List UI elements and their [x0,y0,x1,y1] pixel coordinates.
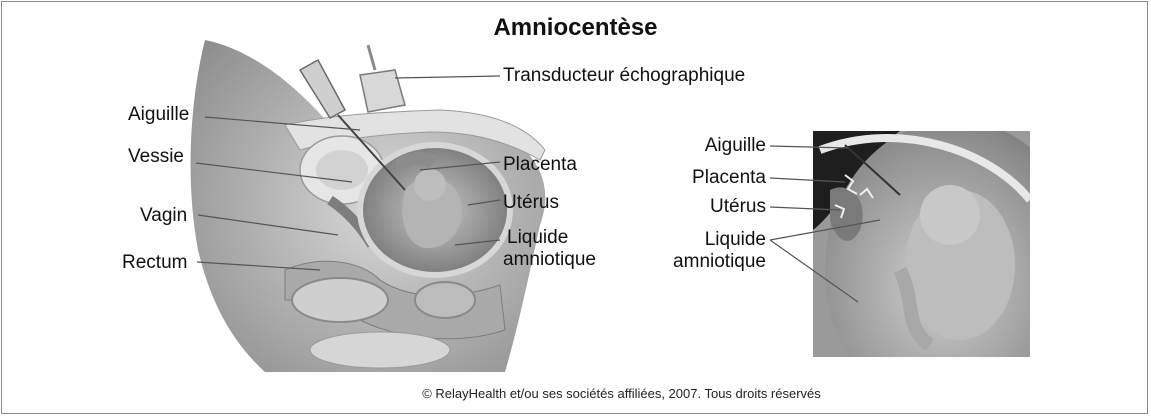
label-fluid-left-line1: Liquide [507,227,568,249]
label-needle-left: Aiguille [128,104,189,126]
label-placenta-right: Placenta [660,167,766,189]
pelvis-illustration [191,40,546,372]
copyright-notice: © RelayHealth et/ou ses sociétés affilié… [0,386,1151,401]
label-needle-right: Aiguille [660,135,766,157]
label-fluid-right-line1: Liquide [660,229,766,251]
label-fluid-right-line2: amniotique [660,251,766,273]
label-vagina: Vagin [140,205,187,227]
label-placenta-left: Placenta [503,154,577,176]
label-uterus-left: Utérus [503,192,559,214]
label-fluid-left-line2: amniotique [503,249,596,271]
label-uterus-right: Utérus [660,196,766,218]
inset-illustration [813,120,1085,417]
label-bladder: Vessie [128,146,184,168]
label-rectum: Rectum [122,252,187,274]
label-transducer: Transducteur échographique [503,65,745,87]
